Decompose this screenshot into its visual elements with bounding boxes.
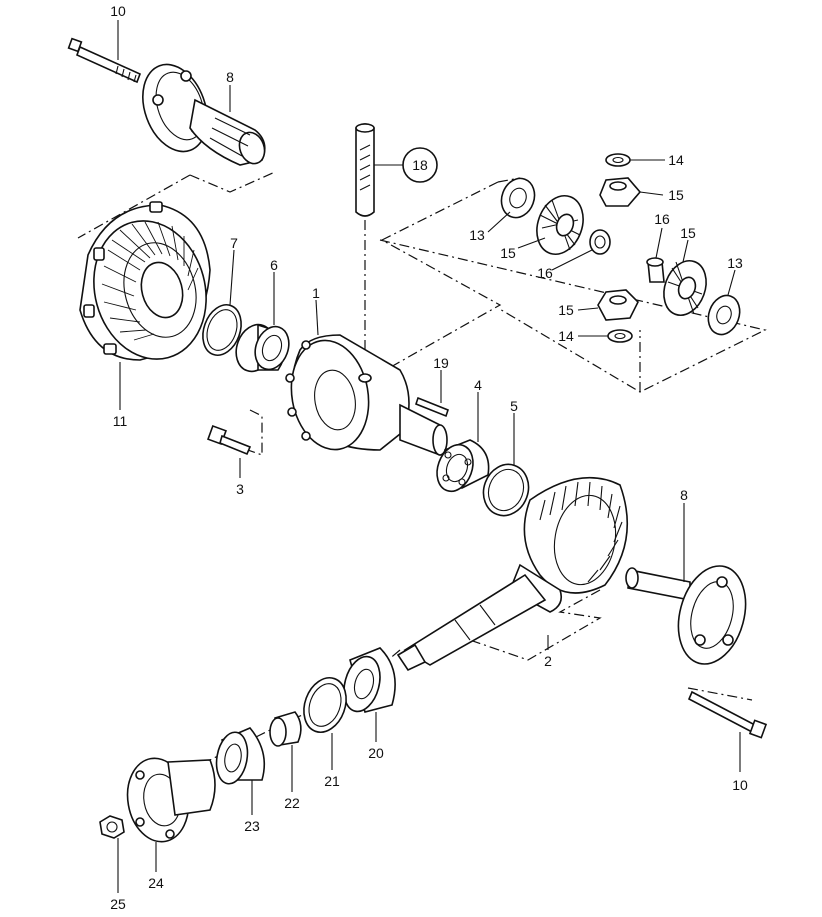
o-ring-part-5 bbox=[482, 463, 530, 517]
nut-part-25 bbox=[99, 815, 125, 839]
callout-18-circle bbox=[402, 147, 438, 183]
thrust-washer-13-right bbox=[707, 294, 741, 336]
callout-14-top: 14 bbox=[668, 152, 684, 168]
callout-16-left: 16 bbox=[537, 265, 553, 281]
o-ring-part-21 bbox=[303, 677, 347, 733]
o-ring-part-7 bbox=[202, 304, 242, 356]
callout-15-bottom: 15 bbox=[558, 302, 574, 318]
callout-21: 21 bbox=[324, 773, 340, 789]
pin-part-19 bbox=[415, 396, 449, 418]
callout-10-bottom: 10 bbox=[732, 777, 748, 793]
bushing-16-right bbox=[646, 257, 665, 283]
callout-13-left: 13 bbox=[469, 227, 485, 243]
companion-flange-part-24 bbox=[126, 757, 216, 843]
drive-flange-part-8-top bbox=[142, 63, 266, 166]
callout-8-right: 8 bbox=[680, 487, 688, 503]
spacer-part-22 bbox=[269, 711, 302, 747]
side-gear-15-left bbox=[536, 195, 584, 255]
callout-4: 4 bbox=[474, 377, 482, 393]
pinion-gear-15-top bbox=[599, 177, 642, 207]
callout-11: 11 bbox=[113, 413, 128, 429]
bolt-part-10-top bbox=[67, 37, 142, 84]
callout-18: 18 bbox=[412, 157, 428, 173]
thrust-washer-13-left bbox=[500, 177, 536, 219]
side-gear-15-right bbox=[663, 260, 707, 316]
callout-labels: 10 8 18 14 15 13 15 16 16 15 13 15 14 7 … bbox=[110, 3, 748, 912]
bolt-part-10-bottom bbox=[687, 690, 768, 739]
callout-22: 22 bbox=[284, 795, 300, 811]
callout-7: 7 bbox=[230, 235, 238, 251]
callout-1: 1 bbox=[312, 285, 320, 301]
callout-15-right: 15 bbox=[680, 225, 696, 241]
leader-lines bbox=[117, 20, 741, 893]
bolt-part-3 bbox=[207, 425, 252, 456]
callout-3: 3 bbox=[236, 481, 244, 497]
callout-8-top: 8 bbox=[226, 69, 234, 85]
bearing-part-6 bbox=[235, 323, 290, 373]
thrust-washer-14-bottom bbox=[607, 329, 633, 343]
callout-20: 20 bbox=[368, 745, 384, 761]
callout-13-right: 13 bbox=[727, 255, 743, 271]
bearing-part-23 bbox=[215, 727, 266, 785]
bearing-part-4 bbox=[436, 439, 490, 493]
thrust-washer-14-top bbox=[605, 153, 631, 167]
ring-and-pinion-part-2 bbox=[396, 476, 629, 672]
bearing-part-20 bbox=[343, 647, 396, 713]
callout-5: 5 bbox=[510, 398, 518, 414]
callout-24: 24 bbox=[148, 875, 164, 891]
callout-25: 25 bbox=[110, 896, 126, 912]
differential-gear-set bbox=[500, 153, 741, 343]
drive-flange-part-8-right bbox=[625, 565, 747, 665]
callout-15-left: 15 bbox=[500, 245, 516, 261]
differential-case-part-1 bbox=[285, 334, 448, 456]
callout-16-right: 16 bbox=[654, 211, 670, 227]
callout-15-top: 15 bbox=[668, 187, 684, 203]
callout-19: 19 bbox=[433, 355, 449, 371]
callout-14-bottom: 14 bbox=[558, 328, 574, 344]
differential-shaft-part-18 bbox=[355, 123, 375, 217]
callout-6: 6 bbox=[270, 257, 278, 273]
callout-10-top: 10 bbox=[110, 3, 126, 19]
housing-cover-part-11 bbox=[79, 201, 211, 361]
pinion-gear-15-bottom bbox=[597, 289, 639, 321]
bushing-16-left bbox=[589, 229, 611, 255]
callout-23: 23 bbox=[244, 818, 260, 834]
callout-2: 2 bbox=[544, 653, 552, 669]
